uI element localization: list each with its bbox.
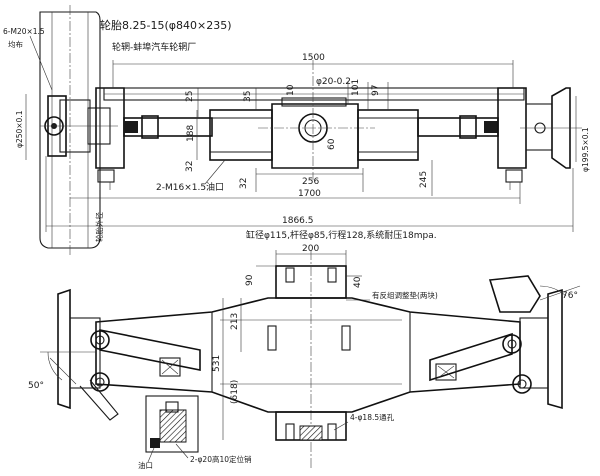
right-hub-flange (551, 87, 571, 169)
dim-618: (618) (230, 380, 240, 404)
left-steering-arm (99, 329, 201, 371)
dim-32-left: 32 (185, 161, 195, 172)
angle-50: 50° (28, 381, 44, 391)
dim-10: 10 (286, 84, 296, 96)
right-pivot-lower (512, 374, 532, 394)
angle-76: 76° (562, 291, 578, 301)
dim-1700: 1700 (298, 189, 321, 199)
dim-1500: 1500 (302, 53, 325, 63)
dim-25: 25 (185, 91, 195, 102)
wheel-rim-spec: 轮胎8.25-15(φ840×235) (100, 18, 232, 32)
dim-32-center: 32 (239, 178, 249, 189)
dim-40: 40 (353, 276, 363, 288)
dim-90: 90 (245, 274, 255, 286)
bolt-note-label: 均布 (8, 39, 23, 49)
dim-phi199: φ199.5×0.1 (581, 127, 590, 172)
dim-256: 256 (302, 177, 319, 187)
cylinder-spec-note: 缸径φ115,杆径φ85,行程128,系统耐压18mpa. (246, 229, 437, 241)
bolt-spec-label: 6-M20×1.5 (3, 27, 45, 36)
right-knuckle (497, 87, 527, 169)
dim-phi20: φ20-0.2 (316, 77, 351, 87)
right-steering-arm (429, 332, 513, 382)
spacer-note: 有反组调整垫(两块) (372, 290, 438, 300)
right-end-flange (547, 288, 563, 410)
dim-531: 531 (212, 355, 222, 372)
oil-port-note: 2-M16×1.5油口 (156, 181, 224, 193)
dim-1866: 1866.5 (282, 216, 314, 226)
dim-200: 200 (302, 244, 319, 254)
top-view: 6-M20×1.5 均布 (3, 5, 590, 255)
right-upper-bracket (488, 275, 541, 313)
left-end-flange (57, 288, 71, 410)
dim-245: 245 (419, 171, 429, 188)
oil-port-label: 油口 (138, 460, 153, 470)
axle-beam (95, 297, 521, 413)
holes-note: 4-φ18.5通孔 (350, 412, 395, 422)
dim-188: 188 (186, 125, 196, 142)
front-view: 200 90 40 有反组调整垫(两块) 213 531 (618) (28, 244, 581, 470)
dim-35: 35 (243, 91, 253, 102)
dim-97: 97 (371, 85, 381, 96)
center-housing (271, 103, 359, 169)
dim-phi250: φ250×0.1 (15, 110, 24, 148)
rim-maker: 轮辋-蚌埠汽车轮辋厂 (112, 41, 196, 53)
pin-note: 2-φ20高10定位销 (190, 454, 252, 464)
dim-213: 213 (230, 313, 240, 330)
tire-outline (39, 11, 101, 249)
tire-vertical-note: 轮胎外径 (94, 212, 104, 242)
dim-101: 101 (351, 79, 361, 96)
detail-section (145, 395, 199, 453)
dim-60: 60 (327, 138, 337, 150)
